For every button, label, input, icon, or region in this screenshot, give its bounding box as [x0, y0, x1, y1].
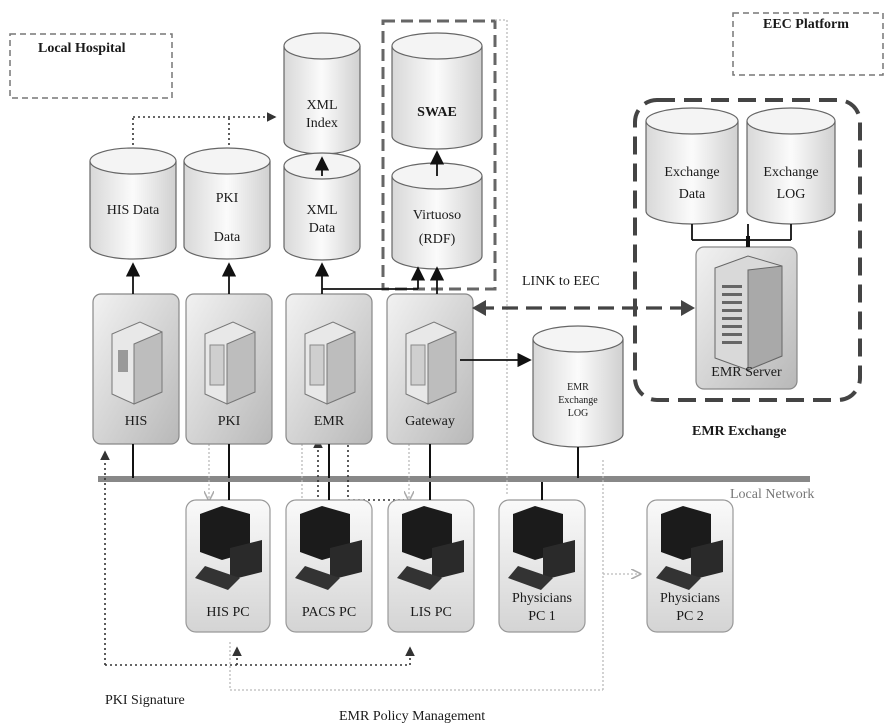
emr-server-node-label: EMR — [313, 414, 345, 429]
gateway-server-icon — [405, 321, 457, 405]
pki-data-db — [183, 147, 271, 260]
emr-exchange-log-label-line2: Exchange — [558, 395, 598, 406]
physicians-pc2-icon — [656, 506, 723, 590]
local-network-bus — [98, 476, 810, 482]
emr-policy-management-label: EMR Policy Management — [339, 709, 486, 724]
local-hospital-box — [9, 33, 173, 99]
exchange-data-label-line2: Data — [678, 187, 706, 202]
virtuoso-label-line2: (RDF) — [418, 232, 456, 247]
emr-exchange-log-db — [532, 325, 624, 448]
virtuoso-label-line1: Virtuoso — [412, 208, 462, 223]
xml-index-label-line1: XML — [306, 98, 338, 113]
his-server-label: HIS — [124, 414, 148, 429]
swae-label: SWAE — [417, 105, 457, 120]
physicians-pc1-label-line1: Physicians — [512, 591, 572, 606]
local-network-label: Local Network — [730, 487, 815, 502]
pki-server-icon — [204, 321, 256, 405]
pki-data-label-line1: PKI — [215, 191, 239, 206]
pki-signature-label: PKI Signature — [105, 693, 185, 708]
his-server-icon — [111, 321, 163, 405]
swae-region-box — [381, 19, 497, 291]
pki-data-label-line2: Data — [213, 230, 241, 245]
emr-exchange-region-box — [633, 98, 862, 402]
exchange-log-label-line1: Exchange — [763, 165, 819, 180]
his-data-db — [89, 147, 177, 260]
physicians-pc2-label-line1: Physicians — [660, 591, 720, 606]
physicians-pc1-icon — [508, 506, 575, 590]
physicians-pc1-label-line2: PC 1 — [528, 609, 556, 624]
emr-exchange-log-label-line3: LOG — [567, 408, 589, 419]
pc-icons — [195, 506, 723, 590]
his-pc-icon — [195, 506, 262, 590]
xml-index-db — [283, 32, 361, 155]
exchange-log-db — [746, 107, 836, 225]
exchange-log-label-line2: LOG — [776, 187, 806, 202]
eec-platform-label: EEC Platform — [763, 17, 849, 32]
emr-exchange-server-label: EMR Server — [711, 365, 782, 380]
emr-exchange-label: EMR Exchange — [692, 424, 787, 439]
emr-exchange-log-label-line1: EMR — [567, 382, 589, 393]
pki-server-label: PKI — [217, 414, 241, 429]
physicians-pc2-label-line2: PC 2 — [676, 609, 704, 624]
emr-server-icon — [304, 321, 356, 405]
swae-db — [391, 32, 483, 150]
link-to-eec-label: LINK to EEC — [522, 274, 600, 289]
xml-data-label-line2: Data — [308, 221, 336, 236]
local-hospital-label: Local Hospital — [38, 41, 126, 56]
gateway-server-label: Gateway — [405, 414, 455, 429]
link-to-eec-arrow — [472, 300, 695, 316]
pacs-pc-icon — [295, 506, 362, 590]
his-pc-label: HIS PC — [206, 605, 250, 620]
exchange-data-label-line1: Exchange — [664, 165, 720, 180]
emr-rack-server-icon — [714, 255, 783, 371]
his-data-label: HIS Data — [106, 203, 160, 218]
pacs-pc-label: PACS PC — [301, 605, 357, 620]
eec-platform-box — [732, 12, 884, 76]
server-icons — [111, 255, 783, 405]
xml-data-label-line1: XML — [306, 203, 338, 218]
xml-index-label-line2: Index — [306, 116, 338, 131]
lis-pc-icon — [397, 506, 464, 590]
lis-pc-label: LIS PC — [410, 605, 452, 620]
